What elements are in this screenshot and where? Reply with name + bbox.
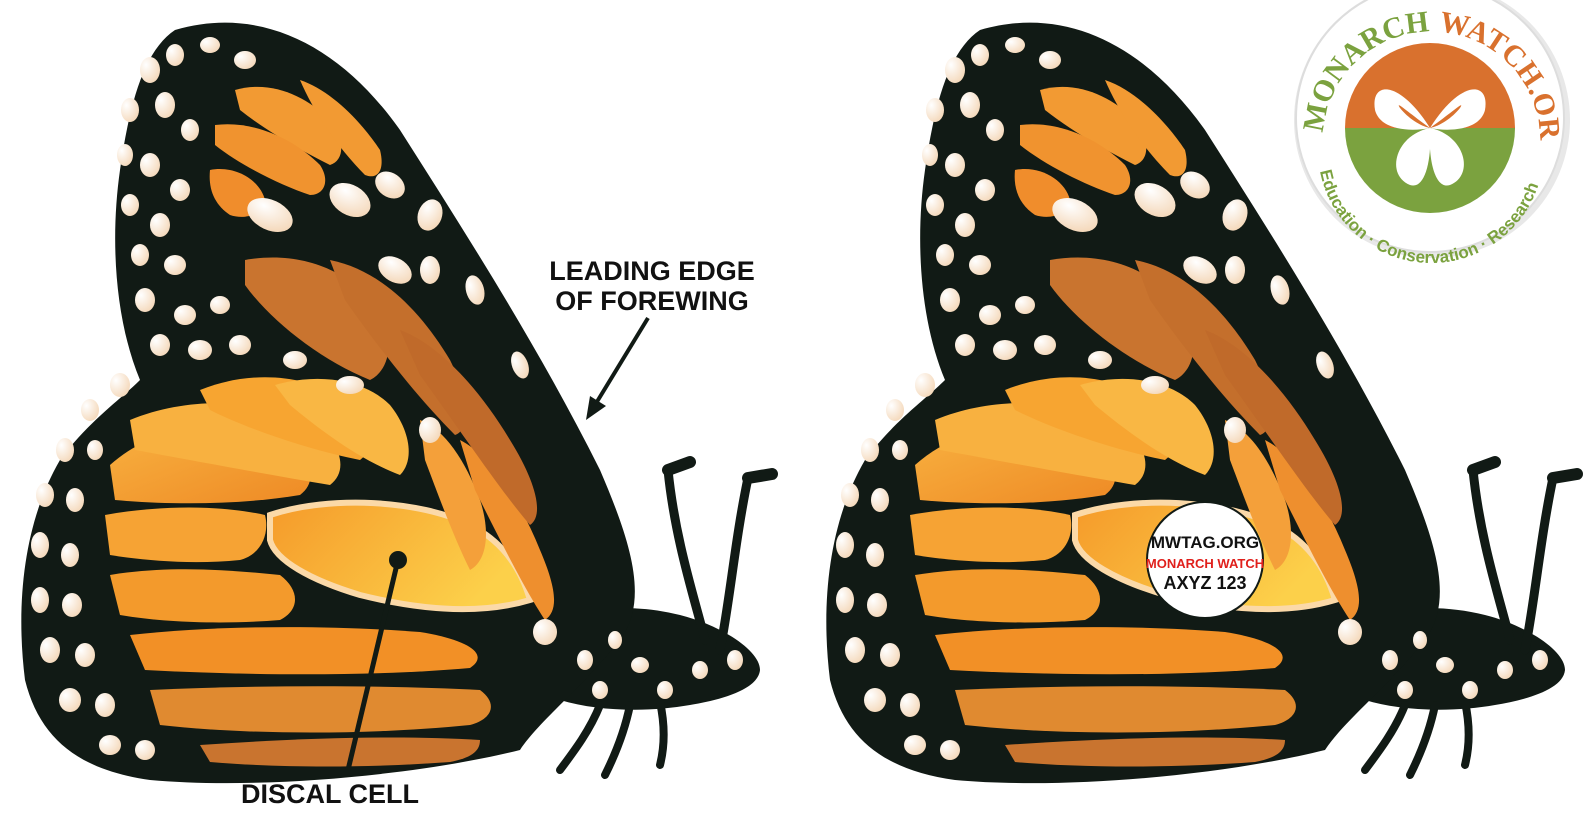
leading-edge-arrow-line — [595, 318, 648, 405]
monarch-tag-sticker: MWTAG.ORG MONARCH WATCH AXYZ 123 — [1146, 502, 1264, 618]
tag-line-2: MONARCH WATCH — [1146, 556, 1264, 571]
tag-line-3: AXYZ 123 — [1163, 573, 1246, 593]
leading-edge-label-line2: OF FOREWING — [555, 286, 748, 316]
tag-line-1: MWTAG.ORG — [1151, 533, 1259, 552]
left-butterfly-illustration — [21, 23, 772, 783]
discal-cell-label: DISCAL CELL — [241, 779, 419, 809]
leading-edge-label-line1: LEADING EDGE — [549, 256, 755, 286]
